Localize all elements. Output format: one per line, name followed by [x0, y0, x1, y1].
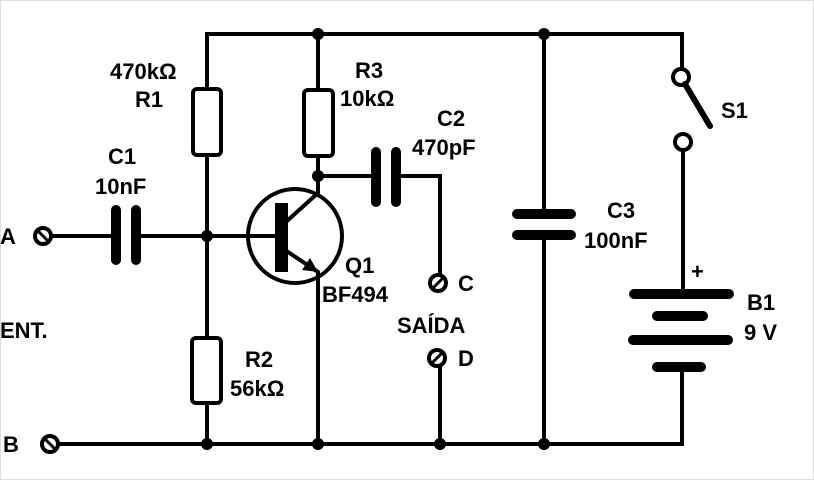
- terminal-a-label: A: [0, 224, 16, 249]
- terminal-c[interactable]: [428, 273, 448, 293]
- c1-value: 10nF: [95, 174, 146, 199]
- junction-dot: [312, 438, 324, 450]
- r2-value: 56kΩ: [230, 376, 284, 401]
- junction-dot: [312, 170, 324, 182]
- terminal-b-label: B: [3, 432, 19, 457]
- battery-plus-label: +: [691, 259, 704, 284]
- emitter-arrow-icon: [302, 258, 318, 272]
- c3-ref: C3: [607, 198, 635, 223]
- junction-dots: [201, 28, 550, 450]
- c1-ref: C1: [108, 144, 136, 169]
- terminal-d[interactable]: [427, 348, 447, 368]
- b1-ref: B1: [747, 290, 775, 315]
- c2-ref: C2: [437, 106, 465, 131]
- junction-dot: [312, 28, 324, 40]
- s1-ref: S1: [721, 98, 748, 123]
- switch-s1-contact: [673, 132, 693, 152]
- transistor-base-bar: [275, 203, 288, 272]
- c3-value: 100nF: [584, 228, 648, 253]
- input-label: ENT.: [0, 318, 48, 343]
- q1-value: BF494: [322, 282, 389, 307]
- b1-value: 9 V: [744, 320, 777, 345]
- junction-dot: [201, 438, 213, 450]
- resistor-r1: [191, 87, 223, 157]
- terminal-slot: [43, 437, 57, 451]
- junction-dot: [538, 438, 550, 450]
- terminal-slot: [430, 351, 444, 365]
- terminal-b[interactable]: [40, 434, 60, 454]
- terminal-c-label: C: [458, 271, 474, 296]
- resistor-r3: [302, 88, 335, 158]
- positive-rail: [205, 32, 684, 91]
- c2-value: 470pF: [412, 135, 476, 160]
- junction-dot: [538, 28, 550, 40]
- terminal-a[interactable]: [33, 226, 53, 246]
- terminal-d-label: D: [458, 346, 474, 371]
- transistor-q1: [246, 187, 344, 285]
- output-label: SAÍDA: [397, 313, 466, 338]
- resistor-r2: [190, 336, 223, 405]
- terminal-slot: [36, 229, 50, 243]
- r3-value: 10kΩ: [340, 86, 394, 111]
- r1-value: 470kΩ: [110, 59, 177, 84]
- r1-ref: R1: [135, 87, 163, 112]
- output-wire: [396, 174, 442, 278]
- junction-dot: [201, 230, 213, 242]
- r3-ref: R3: [355, 58, 383, 83]
- junction-dot: [434, 438, 446, 450]
- r2-ref: R2: [245, 347, 273, 372]
- ground-rail: [56, 365, 684, 446]
- terminal-slot: [431, 276, 445, 290]
- q1-ref: Q1: [345, 253, 374, 278]
- switch-s1-lever: [682, 81, 713, 129]
